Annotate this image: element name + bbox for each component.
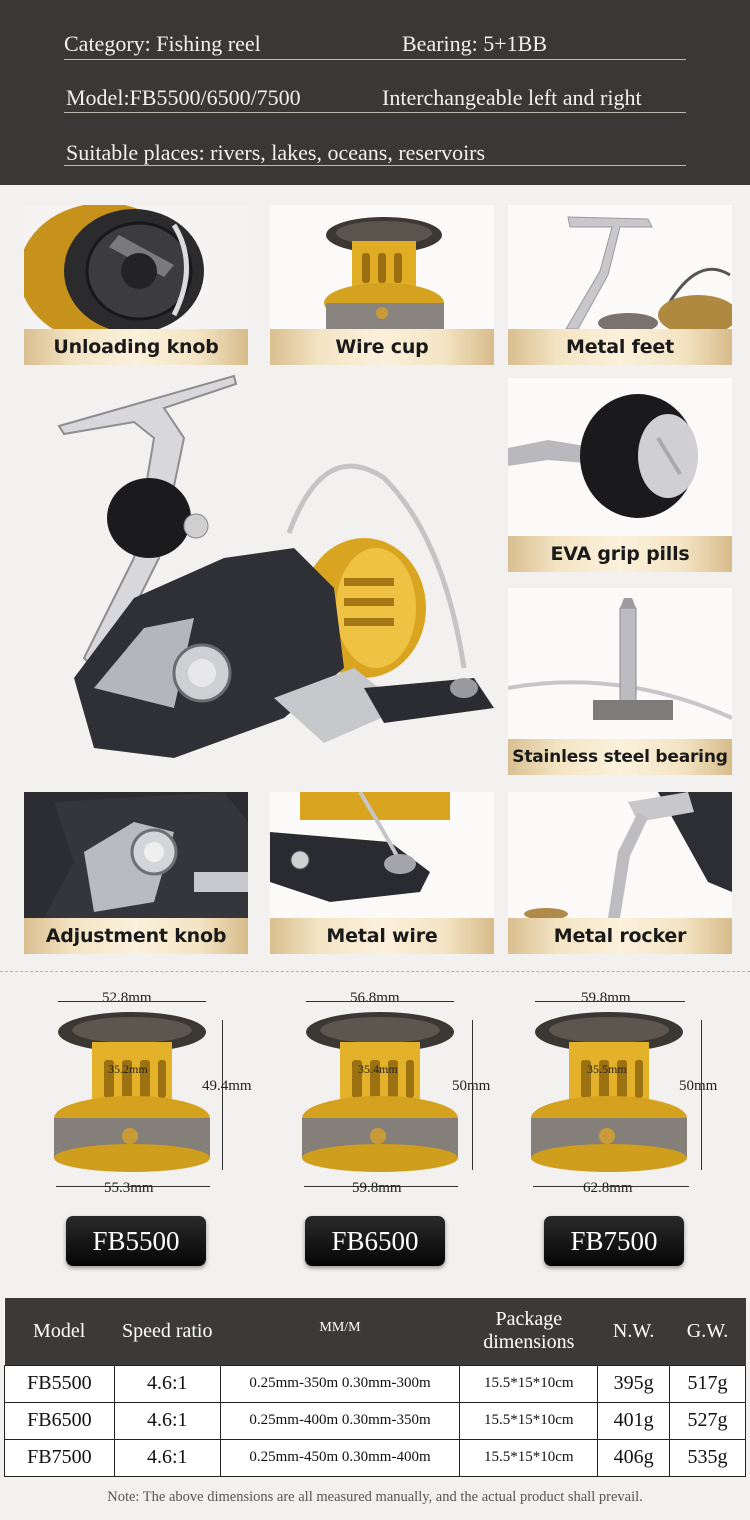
spool-inner-diameter: 35.5mm	[587, 1062, 627, 1076]
spool-diagram-fb7500: 59.8mm 35.5mm 50mm 62.8mm	[527, 990, 750, 1200]
interchangeable-text: Interchangeable left and right	[382, 85, 642, 110]
dimension-line	[472, 1020, 473, 1170]
cell-package: 15.5*15*10cm	[459, 1401, 599, 1440]
spool-inner-diameter: 35.4mm	[358, 1062, 398, 1076]
metal-rocker-image	[508, 792, 732, 918]
model-text: Model:FB5500/6500/7500	[66, 85, 301, 110]
cell-mm: 0.25mm-350m 0.30mm-300m	[219, 1364, 461, 1403]
model-badge-fb7500: FB7500	[544, 1216, 684, 1266]
measurement-note: Note: The above dimensions are all measu…	[107, 1489, 643, 1505]
cell-model: FB5500	[4, 1364, 115, 1403]
spool-height: 50mm	[679, 1078, 718, 1094]
feature-tile-unloading-knob: Unloading knob	[24, 205, 248, 365]
feature-caption: Adjustment knob	[24, 918, 248, 954]
header-model: Model	[4, 1298, 115, 1365]
spool-top-diameter: 56.8mm	[350, 990, 400, 1006]
dimension-line	[701, 1020, 702, 1170]
specs-table: Model Speed ratio MM/M Package dimension…	[4, 1298, 746, 1477]
stainless-bearing-image	[508, 588, 732, 739]
cell-speed: 4.6:1	[113, 1438, 221, 1477]
header-package: Package dimensions	[459, 1298, 599, 1365]
cell-package: 15.5*15*10cm	[459, 1438, 599, 1477]
feature-tile-wire-cup: Wire cup	[270, 205, 494, 365]
reel-main-image	[24, 368, 494, 773]
table-row: FB6500 4.6:1 0.25mm-400m 0.30mm-350m 15.…	[4, 1401, 746, 1440]
spool-diagram-fb6500: 56.8mm 35.4mm 50mm 59.8mm	[298, 990, 523, 1200]
spool-top-diameter: 59.8mm	[581, 990, 631, 1006]
spool-image	[531, 1012, 687, 1172]
dimension-line	[222, 1020, 223, 1170]
feature-tile-adjustment-knob: Adjustment knob	[24, 792, 248, 954]
model-badge-fb6500: FB6500	[305, 1216, 445, 1266]
cell-gw: 535g	[669, 1438, 746, 1477]
header-package-line2: dimensions	[483, 1331, 575, 1354]
spool-height: 50mm	[452, 1078, 491, 1094]
metal-wire-image	[270, 792, 494, 918]
cell-nw: 395g	[597, 1364, 671, 1403]
header-divider	[64, 112, 686, 113]
spool-image	[54, 1012, 210, 1172]
cell-nw: 406g	[597, 1438, 671, 1477]
feature-tile-metal-rocker: Metal rocker	[508, 792, 732, 954]
table-row: FB5500 4.6:1 0.25mm-350m 0.30mm-300m 15.…	[4, 1364, 746, 1403]
cell-speed: 4.6:1	[113, 1401, 221, 1440]
dimension-line	[58, 1001, 206, 1002]
header-gw: G.W.	[669, 1298, 746, 1365]
cell-model: FB7500	[4, 1438, 115, 1477]
table-row: FB7500 4.6:1 0.25mm-450m 0.30mm-400m 15.…	[4, 1438, 746, 1477]
dimension-line	[533, 1186, 689, 1187]
spool-bottom-diameter: 55.3mm	[104, 1180, 154, 1196]
section-divider	[0, 971, 750, 972]
cell-gw: 517g	[669, 1364, 746, 1403]
cell-mm: 0.25mm-450m 0.30mm-400m	[219, 1438, 461, 1477]
model-badge-fb5500: FB5500	[66, 1216, 206, 1266]
header-mm: MM/M	[220, 1298, 461, 1365]
feature-tile-eva-grip: EVA grip pills	[508, 378, 732, 572]
feature-caption: Stainless steel bearing	[508, 739, 732, 775]
cell-mm: 0.25mm-400m 0.30mm-350m	[219, 1401, 461, 1440]
dimension-line	[56, 1186, 210, 1187]
places-text: Suitable places: rivers, lakes, oceans, …	[66, 140, 486, 165]
spool-top-diameter: 52.8mm	[102, 990, 152, 1006]
feature-tile-metal-feet: Metal feet	[508, 205, 732, 365]
spool-height: 49.4mm	[202, 1078, 252, 1094]
header-speed-ratio: Speed ratio	[114, 1298, 221, 1365]
feature-caption: Metal rocker	[508, 918, 732, 954]
header-divider	[64, 165, 686, 166]
spool-diagram-fb5500: 52.8mm 35.2mm 49.4mm 55.3mm	[48, 990, 273, 1200]
cell-nw: 401g	[597, 1401, 671, 1440]
spool-bottom-diameter: 62.8mm	[583, 1180, 633, 1196]
feature-caption: Metal feet	[508, 329, 732, 365]
header-divider	[64, 59, 686, 60]
header-package-line1: Package	[495, 1308, 563, 1331]
feature-caption: Wire cup	[270, 329, 494, 365]
spool-image	[302, 1012, 458, 1172]
feature-caption: EVA grip pills	[508, 536, 732, 572]
spec-header: Category: Fishing reel Bearing: 5+1BB Mo…	[0, 0, 750, 185]
spool-bottom-diameter: 59.8mm	[352, 1180, 402, 1196]
category-text: Category: Fishing reel	[64, 31, 261, 56]
wire-cup-image	[270, 205, 494, 329]
spool-inner-diameter: 35.2mm	[108, 1062, 148, 1076]
cell-speed: 4.6:1	[113, 1364, 221, 1403]
metal-feet-image	[508, 205, 732, 329]
unloading-knob-image	[24, 205, 248, 329]
feature-tile-stainless-bearing: Stainless steel bearing	[508, 588, 732, 775]
cell-model: FB6500	[4, 1401, 115, 1440]
cell-gw: 527g	[669, 1401, 746, 1440]
feature-caption: Metal wire	[270, 918, 494, 954]
adjustment-knob-image	[24, 792, 248, 918]
bearing-text: Bearing: 5+1BB	[402, 31, 548, 56]
dimension-line	[306, 1001, 454, 1002]
feature-tile-metal-wire: Metal wire	[270, 792, 494, 954]
header-nw: N.W.	[597, 1298, 671, 1365]
eva-grip-image	[508, 378, 732, 536]
table-header-row: Model Speed ratio MM/M Package dimension…	[4, 1298, 746, 1365]
dimension-line	[535, 1001, 685, 1002]
feature-caption: Unloading knob	[24, 329, 248, 365]
dimension-line	[304, 1186, 458, 1187]
cell-package: 15.5*15*10cm	[459, 1364, 599, 1403]
